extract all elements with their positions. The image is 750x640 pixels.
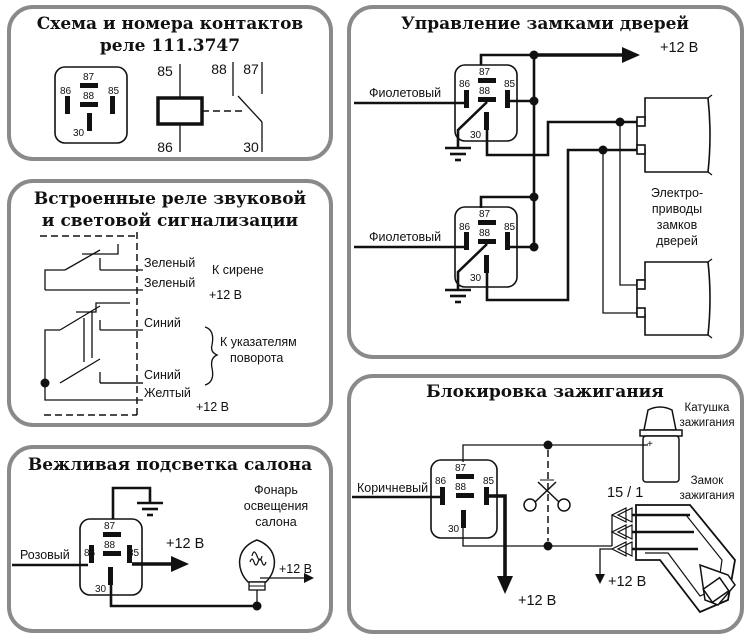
pin-86-label: 86 xyxy=(459,222,471,233)
yellow-plus12-label: +12 В xyxy=(196,400,229,414)
pin-86-label: 86 xyxy=(459,79,471,90)
pin-87-label: 87 xyxy=(83,72,95,83)
terminal-label: 15 / 1 xyxy=(607,485,643,501)
wire-label-blue-1: Синий xyxy=(144,316,181,330)
pin-86-label: 86 xyxy=(60,86,72,97)
panel-title-line2: и световой сигнализации xyxy=(42,211,299,231)
pin-30-label: 30 xyxy=(73,128,85,139)
relay-plus12-label: +12 В xyxy=(166,536,204,552)
pin-85-label: 85 xyxy=(108,86,120,97)
switch-pin-88-label: 88 xyxy=(211,61,227,77)
relay-footprint: 87 88 86 85 30 xyxy=(54,66,128,144)
scissors-icon xyxy=(523,479,571,512)
turn-signal-label-1: К указателям xyxy=(220,335,297,349)
pin-88-label: 88 xyxy=(83,91,95,102)
pin-30-label: 30 xyxy=(448,524,460,535)
coil-label-2: зажигания xyxy=(679,417,734,429)
turn-signal-label-2: поворота xyxy=(230,351,283,365)
lamp-icon xyxy=(239,539,275,606)
panel-courtesy-light: Вежливая подсветка салона 87 88 86 85 30… xyxy=(7,445,333,633)
actuators-label-1: Электро- xyxy=(651,186,703,200)
actuators-label-3: замков xyxy=(657,218,698,232)
pin-30-label: 30 xyxy=(470,130,482,141)
panel-title-line2: реле 111.3747 xyxy=(100,36,240,56)
panel-frame xyxy=(7,179,333,427)
pin-85-blade xyxy=(110,96,115,114)
pin-87-label: 87 xyxy=(104,521,116,532)
wire-label-violet-1: Фиолетовый xyxy=(369,86,441,100)
coil-plus-sign: + xyxy=(647,439,653,450)
wire-label-violet-2: Фиолетовый xyxy=(369,230,441,244)
pin-85-label: 85 xyxy=(504,79,516,90)
door-plus12-label: +12 В xyxy=(660,40,698,56)
switch-label-1: Замок xyxy=(691,475,725,487)
ignition-switch-icon xyxy=(610,504,736,614)
pin-88-label: 88 xyxy=(479,86,491,97)
wire-label-green-1: Зеленый xyxy=(144,256,195,270)
pin-85-label: 85 xyxy=(483,476,495,487)
coil-label-1: Катушка xyxy=(685,402,730,414)
door-relay-2: 87 88 86 85 30 xyxy=(454,206,518,288)
actuators-label-4: дверей xyxy=(656,234,698,248)
panel-title-line1: Схема и номера контактов xyxy=(37,14,304,34)
lamp-label-1: Фонарь xyxy=(254,483,298,497)
coil-symbol xyxy=(156,96,204,126)
pin-85-label: 85 xyxy=(504,222,516,233)
wire-label-green-2: Зеленый xyxy=(144,276,195,290)
panel-builtin-relays: Встроенные реле звуковой и световой сигн… xyxy=(7,179,333,427)
actuators-label-2: приводы xyxy=(652,202,702,216)
wire-label-pink: Розовый xyxy=(20,548,70,562)
panel-title: Вежливая подсветка салона xyxy=(28,455,312,475)
panel-title-line1: Встроенные реле звуковой xyxy=(34,189,307,209)
panel-door-locks: Управление замками дверей +12 В 87 88 86… xyxy=(347,5,744,359)
actuator-connector-top xyxy=(636,94,713,176)
panel-title: Блокировка зажигания xyxy=(426,382,664,402)
switch-pin-30-label: 30 xyxy=(243,139,259,155)
pin-87-label: 87 xyxy=(455,463,467,474)
wire-label-yellow: Желтый xyxy=(144,386,191,400)
pin-30-label: 30 xyxy=(95,584,107,595)
pin-88-label: 88 xyxy=(455,482,467,493)
switch-label-2: зажигания xyxy=(679,490,734,502)
siren-plus12-label: +12 В xyxy=(209,288,242,302)
relay-plus12-label: +12 В xyxy=(518,593,556,609)
coil-pin-85-label: 85 xyxy=(157,63,173,79)
lamp-plus12-label: +12 В xyxy=(279,562,312,576)
relay-coil-schematic: 85 86 xyxy=(156,63,245,155)
pin-85-label: 85 xyxy=(128,548,140,559)
wire-label-brown: Коричневый xyxy=(357,481,428,495)
coil-pin-86-label: 86 xyxy=(157,139,173,155)
panel-title: Управление замками дверей xyxy=(401,14,689,34)
ignition-relay: 87 88 86 85 30 xyxy=(430,459,498,539)
pin-87-blade xyxy=(80,83,98,88)
pin-87-label: 87 xyxy=(479,209,491,220)
wire-label-blue-2: Синий xyxy=(144,368,181,382)
relay-switch-schematic: 88 87 30 xyxy=(211,61,263,155)
pin-88-blade xyxy=(80,102,98,107)
pin-30-blade xyxy=(87,113,92,131)
pin-30-label: 30 xyxy=(470,273,482,284)
pin-86-label: 86 xyxy=(84,548,96,559)
pin-88-label: 88 xyxy=(479,228,491,239)
pin-87-label: 87 xyxy=(479,67,491,78)
pin-86-label: 86 xyxy=(435,476,447,487)
pin-86-blade xyxy=(65,96,70,114)
actuator-connector-bottom xyxy=(636,258,713,339)
ignition-coil-icon: + xyxy=(610,406,683,483)
panel-relay-scheme: Схема и номера контактов реле 111.3747 8… xyxy=(7,5,333,161)
pin-88-label: 88 xyxy=(104,540,116,551)
siren-label: К сирене xyxy=(212,263,264,277)
switch-plus12-label: +12 В xyxy=(608,574,646,590)
lamp-label-2: освещения xyxy=(244,499,308,513)
panel-frame xyxy=(347,5,744,359)
switch-pin-87-label: 87 xyxy=(243,61,259,77)
lamp-label-3: салона xyxy=(255,515,296,529)
courtesy-relay: 87 88 86 85 30 xyxy=(79,518,143,596)
panel-ignition-lock: Блокировка зажигания 87 88 86 85 30 Кори… xyxy=(347,374,744,634)
